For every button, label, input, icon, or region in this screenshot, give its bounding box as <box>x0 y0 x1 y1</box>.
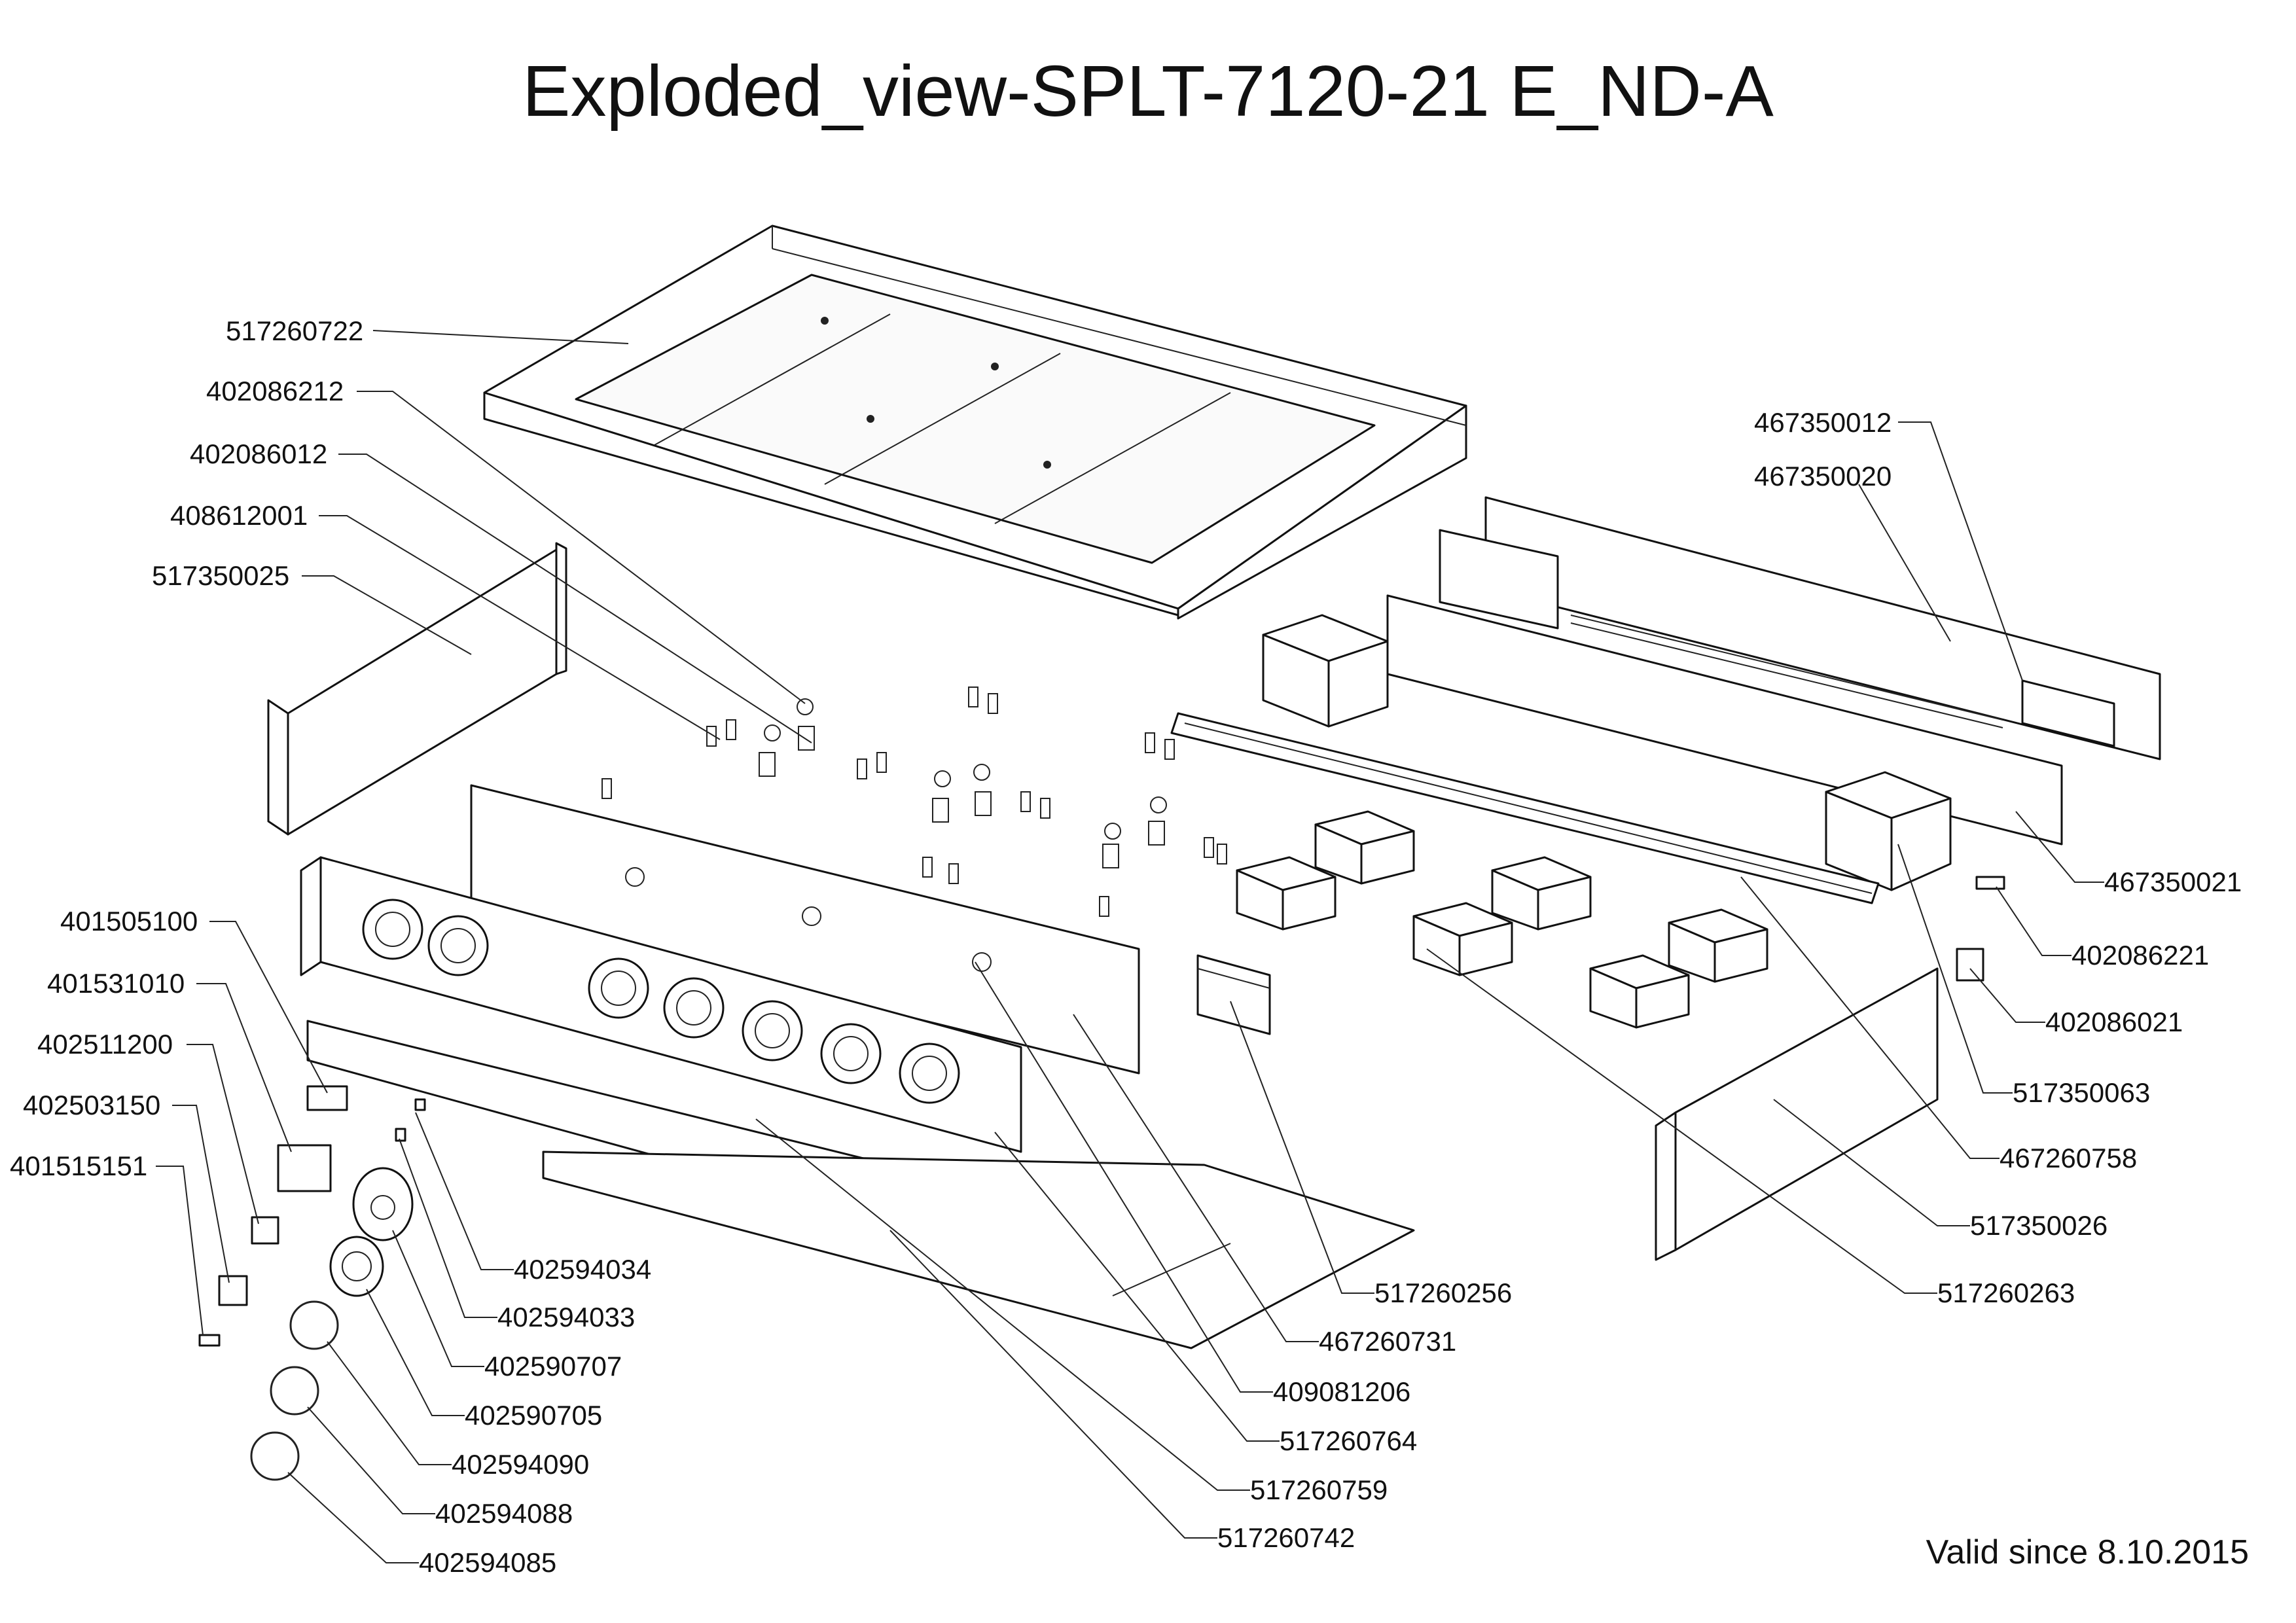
label-467260758: 467260758 <box>2000 1143 2137 1173</box>
drip-tray-part <box>306 1020 1415 1349</box>
label-517350026: 517350026 <box>1970 1210 2108 1241</box>
burner-box-5 <box>1589 954 1690 1029</box>
knob-ring-part <box>329 1236 384 1297</box>
burner-box-4 <box>1491 856 1592 931</box>
burner-box-3 <box>1412 902 1513 976</box>
label-402594088: 402594088 <box>435 1498 573 1529</box>
burner-box-1 <box>1236 856 1336 931</box>
label-402594034: 402594034 <box>514 1254 651 1285</box>
burner-box-2 <box>1314 810 1415 885</box>
knob-4 <box>663 977 725 1039</box>
control-panel-part <box>300 856 1022 1153</box>
knob-3 <box>588 957 649 1019</box>
drawing-title: Exploded_view-SPLT-7120-21 E_ND-A <box>522 51 1774 132</box>
mounting-bracket-part <box>1196 954 1271 1035</box>
burner-box-group <box>1236 810 1768 1029</box>
label-401531010: 401531010 <box>47 968 185 999</box>
knob-7 <box>899 1043 960 1104</box>
label-402511200: 402511200 <box>37 1029 173 1060</box>
label-467350021: 467350021 <box>2104 866 2242 897</box>
burner-wall-part <box>470 784 1140 1075</box>
label-517260742: 517260742 <box>1217 1522 1355 1553</box>
knob-5 <box>742 1000 803 1061</box>
label-517260722: 517260722 <box>226 315 363 346</box>
label-402086021: 402086021 <box>2045 1007 2183 1037</box>
label-401505100: 401505100 <box>60 906 198 936</box>
leader-lines <box>156 330 2104 1563</box>
label-402086212: 402086212 <box>206 376 344 406</box>
label-402594090: 402594090 <box>452 1449 589 1480</box>
label-467350012: 467350012 <box>1754 407 1892 438</box>
label-401515151: 401515151 <box>10 1150 147 1181</box>
knob-2 <box>427 915 489 976</box>
label-517260759: 517260759 <box>1250 1474 1388 1505</box>
label-402590707: 402590707 <box>484 1351 622 1382</box>
left-side-panel-part <box>267 542 567 836</box>
label-408612001: 408612001 <box>170 500 308 531</box>
label-402086221: 402086221 <box>2072 940 2209 971</box>
knob-6 <box>820 1023 882 1084</box>
label-402594085: 402594085 <box>419 1547 556 1578</box>
label-409081206: 409081206 <box>1273 1376 1410 1407</box>
label-517350025: 517350025 <box>152 560 289 591</box>
label-402086012: 402086012 <box>190 438 327 469</box>
valve-spring-cluster <box>601 687 1227 917</box>
label-402590705: 402590705 <box>465 1400 602 1431</box>
electrical-box-left-part <box>1262 614 1389 728</box>
label-467260731: 467260731 <box>1319 1326 1456 1357</box>
part-labels: 517260722 402086212 402086012 408612001 … <box>10 315 2242 1578</box>
electrical-components <box>198 876 2005 1481</box>
label-517260764: 517260764 <box>1280 1425 1417 1456</box>
label-402503150: 402503150 <box>23 1090 160 1120</box>
electrical-box-right-part <box>1825 771 1952 891</box>
label-517260256: 517260256 <box>1374 1277 1512 1308</box>
burner-rail-part <box>1170 712 1880 904</box>
top-frame-part <box>483 224 1467 620</box>
burner-box-6 <box>1668 908 1768 983</box>
right-side-panel-part <box>1655 967 1939 1261</box>
label-402594033: 402594033 <box>497 1302 635 1332</box>
knob-cap-part <box>352 1167 414 1241</box>
label-517260263: 517260263 <box>1937 1277 2075 1308</box>
validity-date: Valid since 8.10.2015 <box>1926 1533 2249 1571</box>
label-517350063: 517350063 <box>2013 1077 2150 1108</box>
knob-1 <box>362 899 423 960</box>
label-467350020: 467350020 <box>1754 461 1892 491</box>
